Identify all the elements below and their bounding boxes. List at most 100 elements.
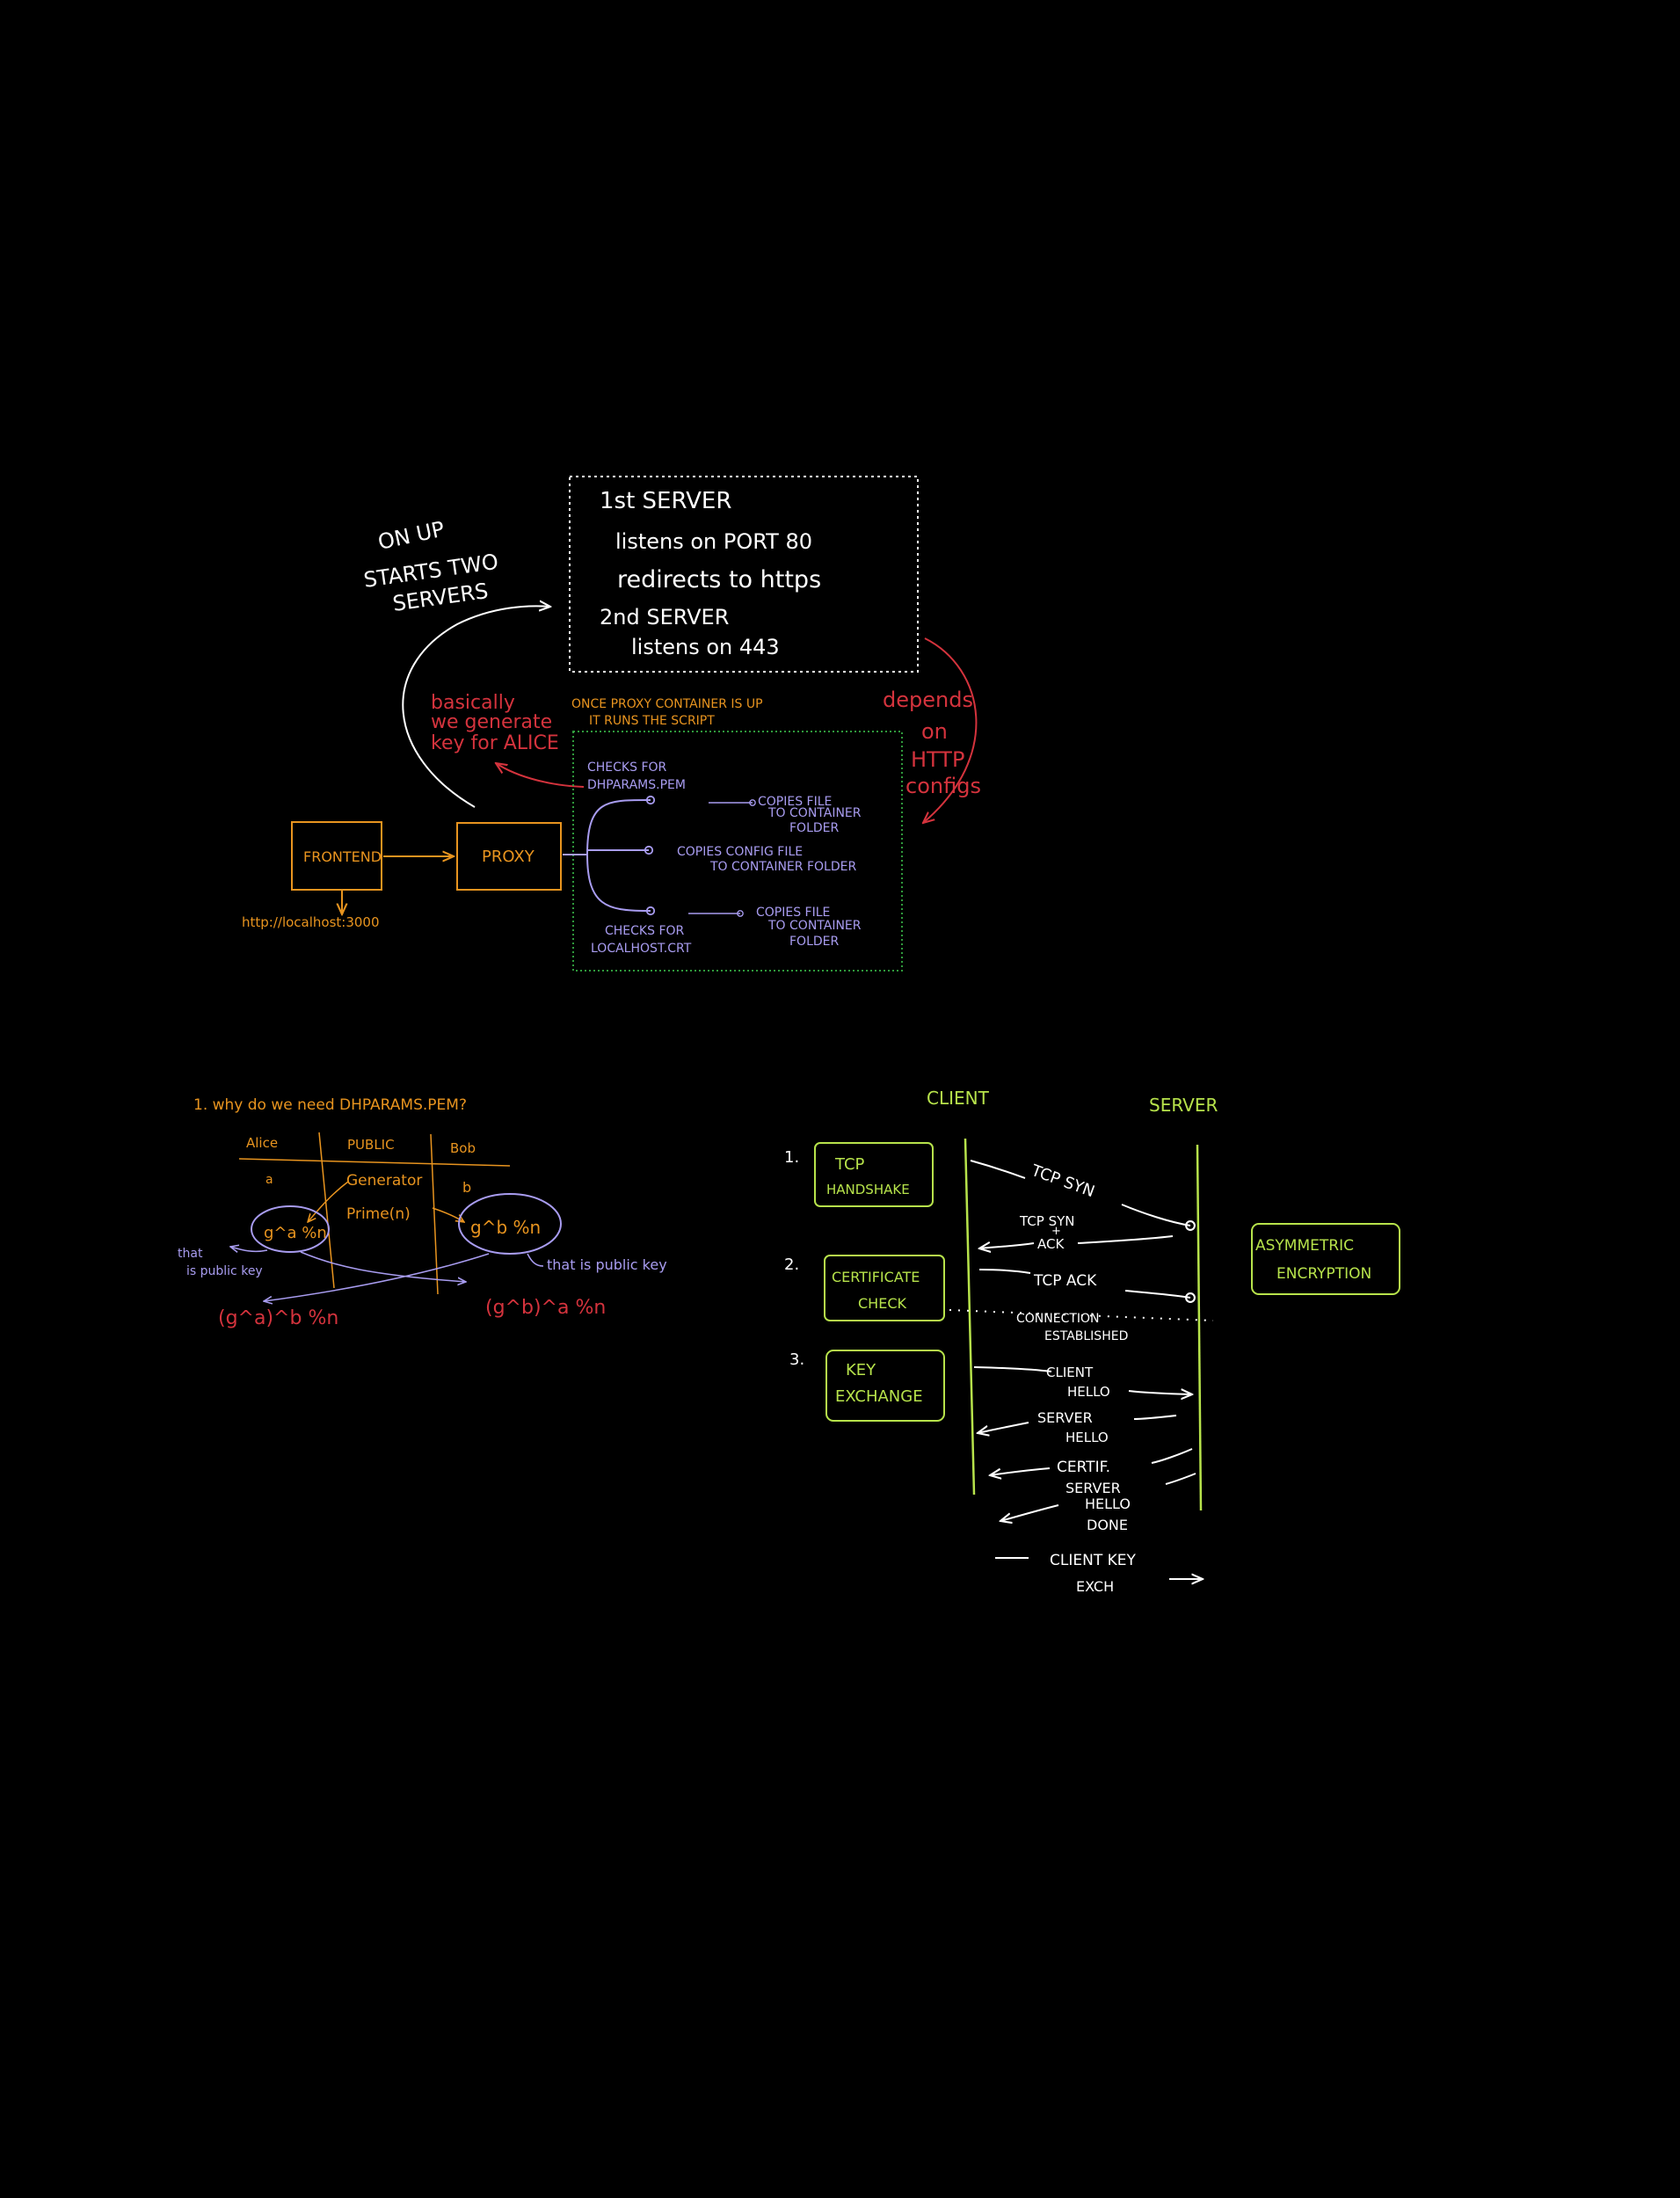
dh-divider-left — [318, 1132, 335, 1289]
tls-msg-done-2: HELLO — [1085, 1496, 1131, 1512]
dh-header-public: PUBLIC — [347, 1137, 395, 1153]
dh-header-bob: Bob — [450, 1140, 476, 1156]
dh-arrow-alice-to-bob — [300, 1251, 466, 1282]
dh-arrow-generator — [308, 1181, 349, 1222]
servers-box: 1st SERVER listens on PORT 80 redirects … — [569, 476, 919, 673]
tls-client-label: CLIENT — [927, 1088, 990, 1109]
tls-msg-synack-1: TCP SYN — [1019, 1213, 1074, 1229]
dh-generator: Generator — [346, 1172, 422, 1190]
branch-bottom — [586, 854, 656, 916]
tls-msg-client-key-2: EXCH — [1076, 1578, 1114, 1595]
tls-arrows — [970, 1160, 1203, 1579]
tls-arrow-synack-line — [1077, 1235, 1174, 1244]
copies2-line-1: COPIES FILE — [756, 906, 830, 920]
asymmetric-line-1: ASYMMETRIC — [1255, 1237, 1354, 1255]
tls-step-2-line-1: CERTIFICATE — [832, 1269, 920, 1285]
tls-msg-connection-2: ESTABLISHED — [1044, 1329, 1128, 1343]
dh-alice-a: a — [265, 1173, 273, 1187]
tls-step-3: 3. KEY EXCHANGE — [789, 1350, 945, 1422]
arrow-basically — [496, 763, 585, 788]
frontend-box — [291, 821, 382, 891]
dh-bob-b: b — [462, 1179, 471, 1196]
tls-msg-server-hello-1: SERVER — [1037, 1409, 1093, 1426]
copies1-line-1: COPIES FILE — [758, 795, 832, 809]
copies1-line-3: FOLDER — [789, 821, 839, 835]
tls-step-3-line-2: EXCHANGE — [835, 1387, 923, 1406]
depends-line-2: on — [921, 719, 948, 744]
asymmetric-box-border — [1251, 1223, 1400, 1295]
dh-prime: Prime(n) — [346, 1205, 411, 1223]
tls-step-3-box — [825, 1350, 945, 1422]
dh-alice-result: (g^a)^b %n — [218, 1307, 338, 1329]
copies1-line-2: TO CONTAINER — [767, 806, 862, 820]
dh-arrow-public-left — [230, 1247, 268, 1251]
branch-top — [586, 795, 656, 855]
checks2-line-1: CHECKS FOR — [605, 924, 685, 938]
frontend-url: http://localhost:3000 — [242, 914, 380, 930]
tls-msg-synack-3: ACK — [1037, 1236, 1065, 1252]
tls-step-3-line-1: KEY — [846, 1361, 876, 1379]
tls-msg-syn: TCP SYN — [1028, 1161, 1097, 1202]
script-texts: CHECKS FOR DHPARAMS.PEM COPIES FILE TO C… — [587, 761, 862, 956]
once-proxy-line-2: IT RUNS THE SCRIPT — [589, 714, 715, 728]
tls-step-2-num: 2. — [784, 1255, 799, 1274]
dh-alice-expr: g^a %n — [264, 1224, 327, 1242]
tls-msg-client-hello-1: CLIENT — [1046, 1365, 1094, 1380]
proxy-label: PROXY — [482, 848, 535, 866]
once-proxy-line-1: ONCE PROXY CONTAINER IS UP — [571, 697, 763, 711]
tls-arrow-certif-line — [1151, 1448, 1193, 1464]
servers-box-border — [569, 476, 919, 673]
dh-that-public-2: is public key — [186, 1264, 263, 1278]
asymmetric-line-2: ENCRYPTION — [1276, 1265, 1371, 1283]
arrow-depends — [923, 637, 978, 823]
tls-step-2-line-2: CHECK — [858, 1295, 906, 1312]
tls-arrow-client-hello-start — [973, 1366, 1052, 1372]
tls-step-1: 1. TCP HANDSHAKE — [784, 1142, 934, 1207]
tls-arrow-syn — [1121, 1204, 1196, 1231]
servers-line-3: redirects to https — [617, 566, 821, 593]
dh-bob-ellipse — [458, 1193, 562, 1255]
tls-msg-done-1: SERVER — [1065, 1480, 1121, 1496]
tls-arrow-synack — [979, 1243, 1035, 1248]
tls-arrow-client-hello — [1128, 1391, 1192, 1394]
tls-arrow-ack-start — [978, 1269, 1031, 1274]
tls-server-label: SERVER — [1149, 1095, 1218, 1116]
left-note-line-1: ON UP — [375, 517, 447, 555]
dh-arrow-prime — [432, 1207, 464, 1222]
tls-step-1-num: 1. — [784, 1148, 799, 1167]
basically-line-1: basically — [431, 692, 515, 714]
servers-line-1: 1st SERVER — [600, 488, 731, 514]
asymmetric-box: ASYMMETRIC ENCRYPTION — [1251, 1223, 1400, 1295]
tls-step-3-num: 3. — [789, 1350, 804, 1369]
tls-msg-certif: CERTIF. — [1057, 1459, 1110, 1476]
left-note: ON UP STARTS TWO SERVERS — [362, 517, 500, 616]
once-proxy-note: ONCE PROXY CONTAINER IS UP IT RUNS THE S… — [571, 697, 763, 728]
tls-arrow-server-hello-line — [1133, 1415, 1177, 1420]
tls-msg-ack: TCP ACK — [1033, 1272, 1097, 1290]
depends-line-4: configs — [905, 774, 981, 798]
script-box — [572, 731, 903, 972]
tls-msg-synack-2: + — [1051, 1225, 1061, 1238]
basically-line-2: we generate — [431, 711, 552, 733]
tls-msg-server-hello-2: HELLO — [1065, 1430, 1109, 1445]
basically-line-3: key for ALICE — [431, 732, 559, 754]
copies2-line-3: FOLDER — [789, 935, 839, 949]
tls-connection-dots — [949, 1309, 1214, 1321]
servers-line-5: listens on 443 — [631, 635, 780, 659]
depends-line-3: HTTP — [911, 747, 964, 772]
tls-arrow-server-hello — [978, 1422, 1029, 1433]
dh-that-public-1: that — [178, 1247, 203, 1261]
tls-arrow-syn-start — [970, 1160, 1026, 1179]
checks1-line-2: DHPARAMS.PEM — [587, 778, 686, 792]
checks1-line-1: CHECKS FOR — [587, 761, 667, 775]
dh-bob-result: (g^b)^a %n — [485, 1297, 606, 1319]
dh-arrow-bob-to-alice — [264, 1253, 490, 1301]
dh-header-alice: Alice — [246, 1135, 278, 1151]
dh-headers: Alice PUBLIC Bob — [246, 1135, 476, 1156]
dh-alice-ellipse — [251, 1205, 330, 1253]
servers-line-2: listens on PORT 80 — [615, 529, 812, 554]
tls-step-2: 2. CERTIFICATE CHECK — [784, 1255, 945, 1321]
tls-arrow-done-line — [1165, 1473, 1196, 1485]
dh-that-public-right: that is public key — [547, 1256, 667, 1273]
